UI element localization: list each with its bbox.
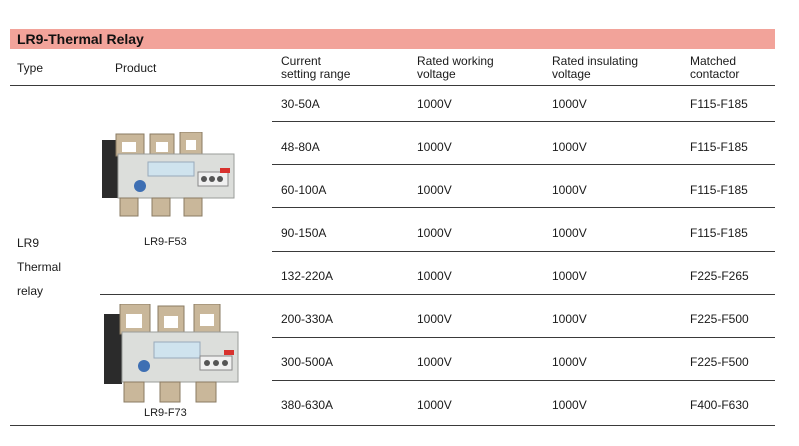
cell-insulating: 1000V xyxy=(552,226,587,240)
cell-insulating: 1000V xyxy=(552,183,587,197)
product-image-lr9-f73 xyxy=(104,304,239,403)
section-title: LR9-Thermal Relay xyxy=(10,29,775,49)
cell-current: 300-500A xyxy=(281,355,334,369)
cell-insulating: 1000V xyxy=(552,312,587,326)
header-contactor-line2: contactor xyxy=(690,67,740,81)
row-rule xyxy=(272,380,775,381)
cell-insulating: 1000V xyxy=(552,269,587,283)
row-rule xyxy=(272,207,775,208)
cell-contactor: F115-F185 xyxy=(690,97,748,111)
type-label-line1: LR9 xyxy=(17,236,40,250)
cell-current: 200-330A xyxy=(281,312,334,326)
header-type: Type xyxy=(17,61,44,75)
cell-current: 380-630A xyxy=(281,398,334,412)
cell-working: 1000V xyxy=(417,140,452,154)
cell-working: 1000V xyxy=(417,97,452,111)
cell-contactor: F400-F630 xyxy=(690,398,749,412)
cell-current: 48-80A xyxy=(281,140,320,154)
type-label-line3: relay xyxy=(17,284,44,298)
row-rule xyxy=(272,251,775,252)
header-current: Current setting range xyxy=(281,55,350,81)
cell-insulating: 1000V xyxy=(552,140,587,154)
header-working-line2: voltage xyxy=(417,67,456,81)
cell-working: 1000V xyxy=(417,183,452,197)
cell-current: 132-220A xyxy=(281,269,334,283)
cell-contactor: F225-F500 xyxy=(690,312,749,326)
header-insulating-line2: voltage xyxy=(552,67,591,81)
header-insulating-line1: Rated insulating xyxy=(552,54,639,68)
product-image-lr9-f53 xyxy=(102,132,235,217)
header-contactor-line1: Matched xyxy=(690,54,737,68)
cell-insulating: 1000V xyxy=(552,97,587,111)
cell-working: 1000V xyxy=(417,355,452,369)
row-rule xyxy=(272,121,775,122)
cell-current: 60-100A xyxy=(281,183,327,197)
header-current-line2: setting range xyxy=(281,67,351,81)
header-rule xyxy=(10,85,775,86)
cell-current: 90-150A xyxy=(281,226,327,240)
header-contactor: Matched contactor xyxy=(690,55,739,81)
header-working-line1: Rated working xyxy=(417,54,494,68)
cell-insulating: 1000V xyxy=(552,398,587,412)
cell-insulating: 1000V xyxy=(552,355,587,369)
cell-working: 1000V xyxy=(417,226,452,240)
cell-contactor: F115-F185 xyxy=(690,226,748,240)
header-current-line1: Current xyxy=(281,54,322,68)
header-working: Rated working voltage xyxy=(417,55,494,81)
cell-current: 30-50A xyxy=(281,97,320,111)
type-label: LR9 Thermal relay xyxy=(17,231,61,303)
product-caption-2: LR9-F73 xyxy=(144,407,187,419)
header-product: Product xyxy=(115,61,157,75)
group-rule xyxy=(100,294,775,295)
product-caption-1: LR9-F53 xyxy=(144,236,187,248)
table-bottom-rule xyxy=(10,425,775,426)
cell-working: 1000V xyxy=(417,312,452,326)
header-insulating: Rated insulating voltage xyxy=(552,55,638,81)
row-rule xyxy=(272,164,775,165)
cell-working: 1000V xyxy=(417,398,452,412)
row-rule xyxy=(272,337,775,338)
cell-contactor: F225-F265 xyxy=(690,269,749,283)
cell-contactor: F115-F185 xyxy=(690,140,748,154)
cell-contactor: F225-F500 xyxy=(690,355,749,369)
cell-contactor: F115-F185 xyxy=(690,183,748,197)
cell-working: 1000V xyxy=(417,269,452,283)
type-label-line2: Thermal xyxy=(17,260,62,274)
